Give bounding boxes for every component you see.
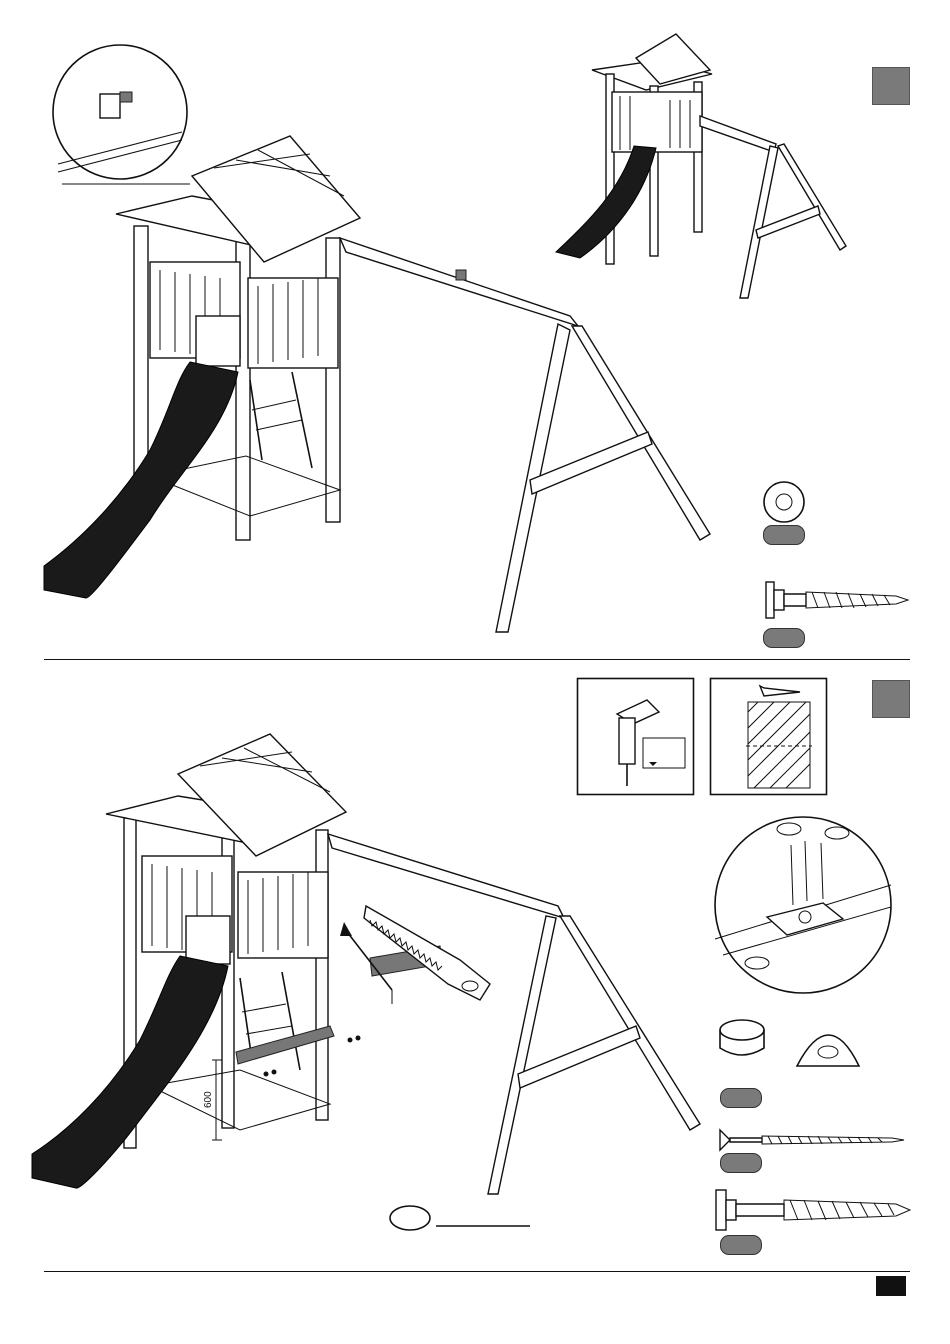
washer-count-badge — [763, 525, 805, 545]
saw-icon — [362, 900, 494, 1006]
playground-thumbnail — [550, 30, 850, 310]
page-number — [876, 1276, 906, 1296]
dimension-label: 600 — [203, 1091, 214, 1108]
washer-icon — [762, 480, 806, 524]
footer-divider — [44, 1271, 910, 1272]
bolt-icon — [756, 580, 916, 620]
bolt-count-badge — [763, 628, 805, 648]
